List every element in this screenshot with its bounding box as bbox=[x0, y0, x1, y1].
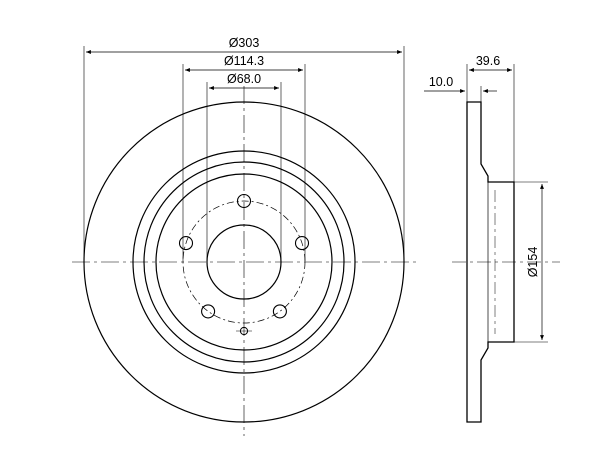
disc-thickness-label: 10.0 bbox=[429, 75, 453, 89]
dimension-hat-diameter: Ø154 bbox=[514, 181, 548, 343]
dimension-overall-height: 39.6 bbox=[466, 54, 515, 182]
center-bore-label: Ø68.0 bbox=[227, 72, 261, 86]
bolt-circle-label: Ø114.3 bbox=[224, 54, 264, 68]
locator-hole bbox=[236, 326, 252, 336]
bolt-holes bbox=[178, 193, 310, 319]
hat-outer-circle bbox=[132, 150, 356, 374]
bolt-hole bbox=[272, 304, 287, 319]
outer-diameter-label: Ø303 bbox=[229, 36, 260, 50]
dimension-center-bore: Ø68.0 bbox=[206, 72, 282, 262]
bolt-hole bbox=[201, 304, 216, 319]
hat-inner-circle bbox=[155, 173, 333, 351]
side-view bbox=[452, 101, 560, 423]
dimension-disc-thickness: 10.0 bbox=[424, 75, 497, 102]
dimension-outer-diameter: Ø303 bbox=[83, 36, 405, 262]
front-view bbox=[72, 86, 420, 436]
hat-step-circle bbox=[143, 161, 345, 363]
bolt-hole bbox=[294, 236, 310, 251]
hat-diameter-label: Ø154 bbox=[526, 247, 540, 278]
dimension-bolt-circle: Ø114.3 bbox=[182, 54, 306, 262]
overall-height-label: 39.6 bbox=[476, 54, 500, 68]
bolt-hole bbox=[236, 193, 252, 209]
bolt-hole bbox=[178, 236, 194, 251]
